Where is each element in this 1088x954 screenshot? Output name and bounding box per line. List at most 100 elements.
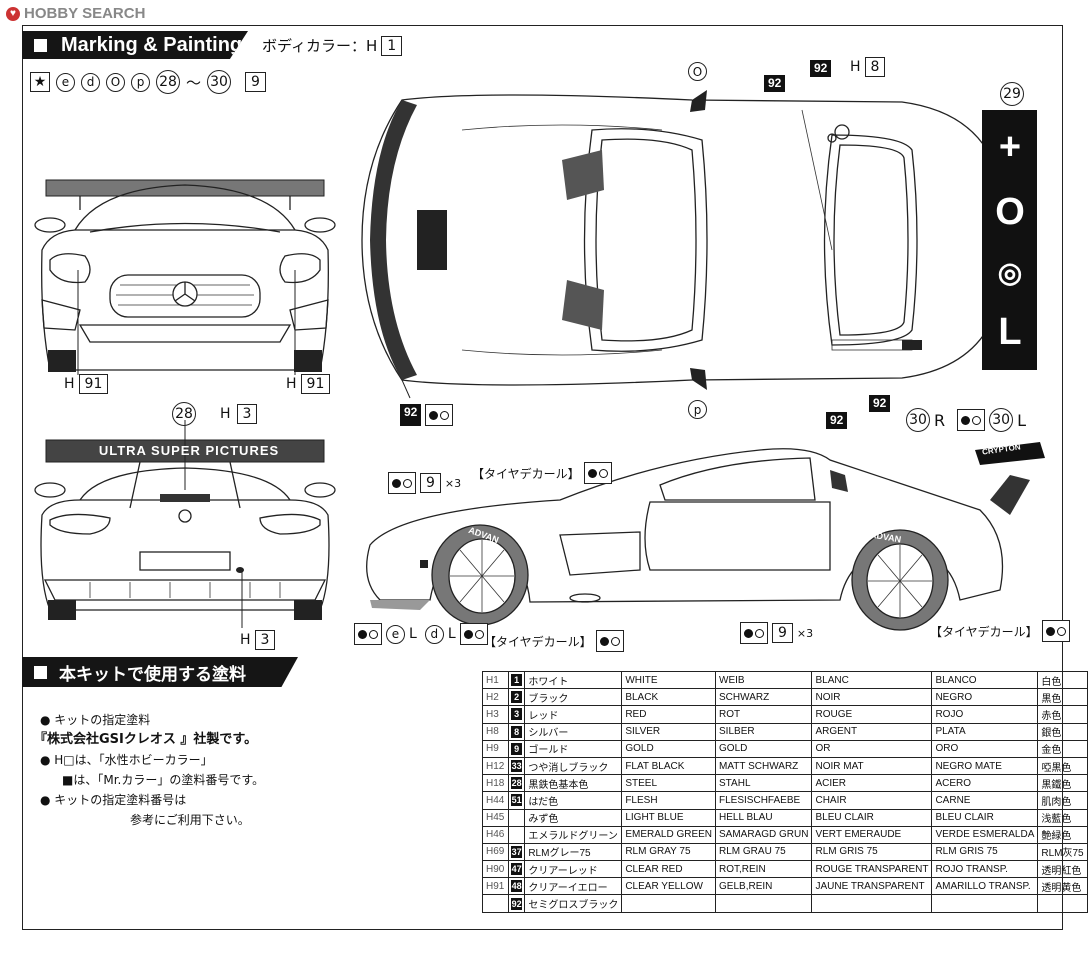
paint-cell-es: NEGRO [931,688,1039,707]
paint-cell-jp: 黒鉄色基本色 [524,774,623,793]
paint-cell-n: 2 [508,688,526,707]
decal-range-start: 28 [156,70,180,94]
paint-cell-en: SILVER [621,722,717,741]
paint-cell-cn: 黒色 [1037,688,1088,707]
body-color-spec: ボディカラー：H 1 [262,35,403,56]
paint-cell-h: H90 [481,860,510,879]
black-white-dot-icon [425,404,454,426]
paint-cell-de: GELB,REIN [715,877,813,896]
paint-cell-n: 48 [508,877,526,896]
top-decal-92-b: 92 [810,60,832,77]
title-square-icon [34,665,47,679]
paint-cell-cn: RLM灰75 [1037,842,1088,862]
rear-wing-text: ULTRA SUPER PICTURES [98,443,280,458]
paint-cell-en: LIGHT BLUE [621,808,717,827]
paint-cell-n [508,825,526,844]
paint-cell-h: H69 [481,842,510,862]
paint-cell-es: ROJO TRANSP. [931,860,1039,879]
paint-cell-fr: CHAIR [811,791,933,810]
paint-cell-h: H91 [481,877,510,896]
paint-cell-de: HELL BLAU [715,808,813,827]
paint-cell-de: SCHWARZ [715,688,813,707]
paint-cell-n: 51 [508,791,526,810]
paint-cell-es [931,894,1039,913]
paint-cell-es: VERDE ESMERALDA [931,825,1039,844]
paint-cell-es: CARNE [931,791,1039,810]
marking-painting-title: Marking & Painting [22,31,248,59]
paint-cell-jp: セミグロスブラック [524,894,623,913]
paint-cell-fr: JAUNE TRANSPARENT [811,877,933,896]
paint-cell-es: RLM GRIS 75 [931,842,1039,862]
paint-cell-n: 92 [508,894,526,913]
paint-cell-cn: 肌肉色 [1037,791,1088,810]
range-tilde: 〜 [186,73,202,92]
title-square-icon [34,38,47,52]
rear-tire-decal-callout: 9 ×3 [740,622,813,644]
paint-cell-de: WEIB [715,670,813,690]
black-white-dot-icon [595,630,624,652]
paint-cell-fr [811,894,933,913]
body-color-number: 1 [381,35,403,56]
marking-legend-row: ★ e d O p 28 〜 30 9 [30,70,266,94]
paint-cell-es: BLANCO [931,670,1039,690]
paint-cell-cn: 赤色 [1037,705,1088,724]
paint-cell-cn: 艶緑色 [1037,825,1088,844]
paint-cell-fr: RLM GRIS 75 [811,842,933,862]
swirl-icon: ◎ [997,257,1023,288]
paint-cell-de: GOLD [715,739,813,758]
paint-cell-de: SAMARAGD GRUN [715,825,813,844]
paints-section-title: 本キットで使用する塗料 [22,657,298,687]
paint-cell-n: 8 [508,722,526,741]
paint-cell-n: 3 [508,705,526,724]
paint-cell-h: H2 [481,688,510,707]
paint-cell-jp: シルバー [524,722,623,741]
top-view-drawing [361,90,1037,399]
paint-cell-jp: ゴールド [524,739,623,758]
paint-cell-fr: NOIR MAT [811,756,933,776]
plus-icon: + [998,126,1022,168]
paint-cell-de: RLM GRAU 75 [715,842,813,862]
front-view-drawing [34,179,336,375]
side-lip-decal-callout: e L d L [354,623,488,645]
paint-cell-cn: 浅藍色 [1037,808,1088,827]
hobby-search-logo-icon: ♥ [6,6,20,21]
front-tire-label: 【タイヤデカール】 [472,462,612,484]
paint-cell-h: H44 [481,791,510,810]
paint-cell-en: WHITE [621,670,717,690]
side-decal-92: 92 [826,412,848,429]
black-white-dot-icon [388,472,416,494]
paint-cell-jp: ブラック [524,688,623,707]
paint-cell-jp: ホワイト [524,670,623,690]
paint-cell-n: 37 [508,842,526,862]
paint-cell-en: RED [621,705,717,724]
paint-cell-jp: はだ色 [524,791,623,810]
paint-cell-fr: VERT EMERAUDE [811,825,933,844]
paint-cell-jp: RLMグレー75 [524,842,623,862]
watermark-text: HOBBY SEARCH [24,5,146,22]
paint-cell-fr: ROUGE [811,705,933,724]
paint-cell-es: AMARILLO TRANSP. [931,877,1039,896]
black-white-dot-icon [1041,620,1070,642]
paint-cell-fr: ROUGE TRANSPARENT [811,860,933,879]
paint-cell-n [508,808,526,827]
decal-p-marker: p [131,72,150,92]
top-front-lip-callout: 92 [400,404,454,426]
decal-d-marker: d [81,72,100,92]
top-wing-decals: + O ◎ L [988,115,1032,365]
paint-cell-h: H12 [481,756,510,776]
top-o-callout: O [688,62,707,81]
paint-cell-n: 47 [508,860,526,879]
paint-cell-de: FLESISCHFAEBE [715,791,813,810]
paint-cell-es: ORO [931,739,1039,758]
